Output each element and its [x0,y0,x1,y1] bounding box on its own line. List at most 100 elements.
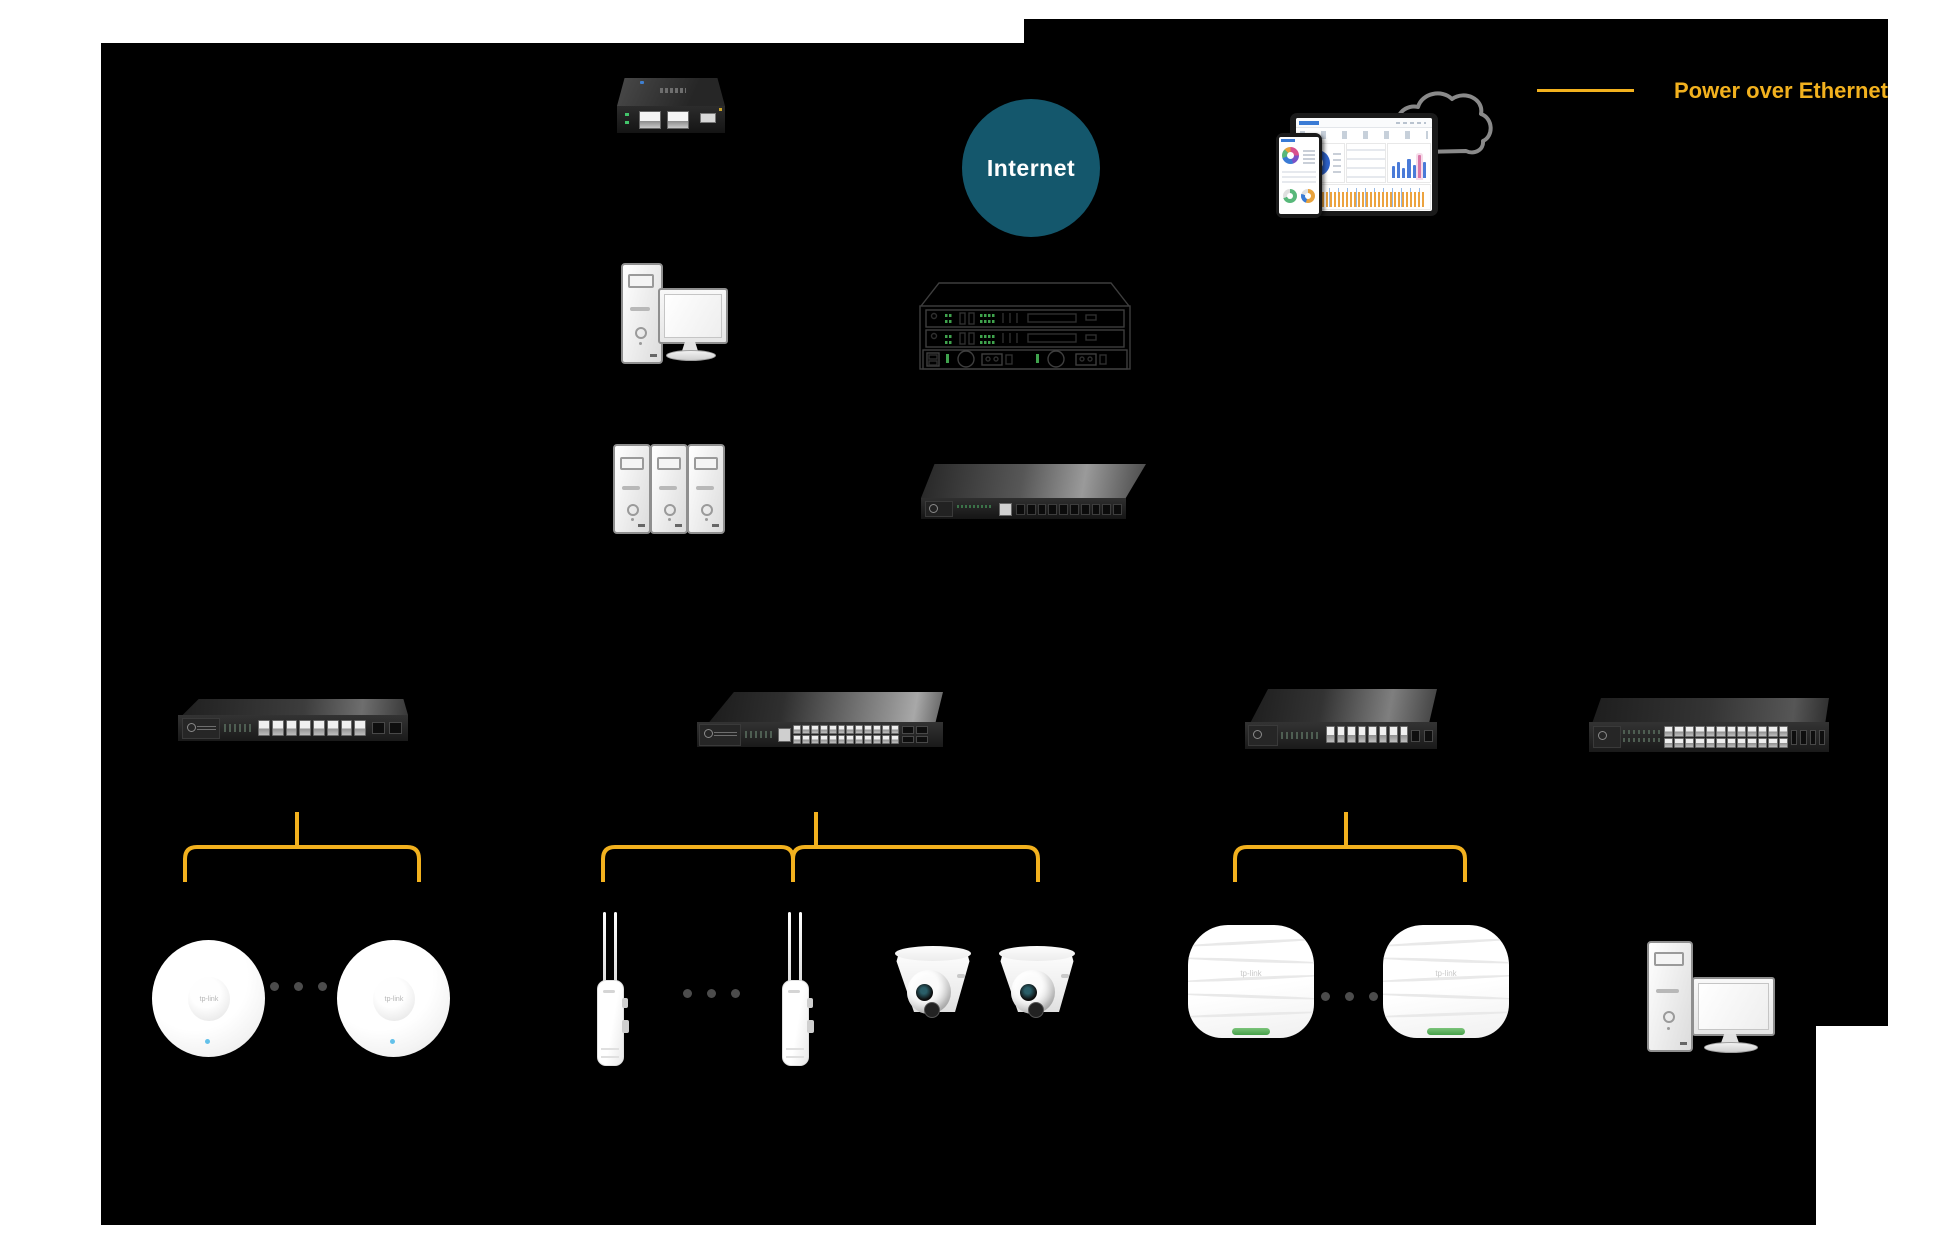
rj45-port-icon [855,725,864,734]
vent-icon [696,486,714,490]
rj45-port-icon [819,735,828,744]
led-row-icon [1281,732,1319,739]
rj45-port-icon [891,735,899,744]
sfp-port-icon [1059,504,1068,515]
poe-bracket-1 [183,845,421,882]
rj45-port-icon [810,725,819,734]
server-tower [613,444,651,534]
dashboard-list-panel [1346,143,1386,183]
tp-link-logo-icon: tp-link [199,995,219,1003]
sfp-port-row [1016,504,1122,515]
rj45-port-icon [1736,726,1747,737]
bar [1407,159,1411,178]
rj45-port-icon [837,735,846,744]
sfp-slot-icon [372,722,385,734]
rj45-port-icon [1389,726,1398,743]
rj45-port-icon [1757,726,1768,737]
sfp-slot-icon [1818,730,1825,745]
monitor-stand-neck [682,342,698,351]
ridge-line [1188,937,1314,948]
dot-icon [1369,992,1378,1001]
controller-led-icon [625,113,629,116]
tp-link-logo-icon: tp-link [384,995,404,1003]
ridge-line [1188,956,1314,965]
vent-icon [1656,989,1679,993]
security-camera [997,946,1077,1018]
antenna-icon [799,912,802,982]
bar [1412,165,1416,178]
led-row-icon [1623,738,1661,742]
rj45-port-icon [873,735,882,744]
tp-link-logo-icon [1593,726,1621,748]
ap-led-icon [390,1039,395,1044]
slot-icon [675,524,682,527]
mount-tab-icon [622,998,628,1008]
sfp-slot-row [372,722,402,734]
controller-rack [919,282,1131,370]
rj45-port-icon [1664,726,1674,737]
poe-switch-4-top [1592,698,1829,722]
dashboard-bar-panel [1387,143,1431,183]
poe-switch-2-front [697,722,943,747]
management-pc-monitor [658,288,728,344]
ceiling-ap-round: tp-link [337,940,450,1057]
monitor-screen [1698,983,1769,1030]
usb-port-icon [700,113,716,123]
rj45-port-icon [837,725,846,734]
mount-tab-icon [622,1020,629,1033]
rj45-port-icon [1705,726,1716,737]
poe-connector-lines [183,812,1467,882]
rj45-port-row [258,720,366,736]
rj45-port-icon [819,725,828,734]
internet-node: Internet [962,99,1100,237]
drive-bay-icon [620,457,644,470]
ap-led-strip-icon [1232,1028,1270,1035]
dot-icon [707,989,716,998]
rj45-port-icon [828,735,837,744]
ridge-line [1383,992,1509,1001]
sfp-slot-icon [916,726,928,734]
monitor-stand-neck [1721,1034,1739,1043]
led-dot-icon [705,518,708,521]
rj45-port-icon [1664,737,1674,748]
tp-link-logo-icon [699,724,741,746]
poe-switch-4-front [1589,722,1829,752]
rj45-port-icon [271,720,284,736]
sfp-port-icon [1080,504,1090,515]
sfp-slot-icon [902,735,914,743]
rj45-port-icon [846,725,855,734]
ap-dome: tp-link [373,977,415,1021]
rj45-port-icon [1684,737,1695,748]
rj45-port-icon [1736,737,1747,748]
dot-icon [1321,992,1330,1001]
rj45-port-icon [828,725,837,734]
sfp-slot-icon [389,722,402,734]
ellipsis-dots [1321,992,1378,1001]
rj45-port-icon [1768,726,1778,737]
phone-gauge-green [1283,189,1297,203]
camera-ir-sensor-icon [924,1002,940,1018]
antenna-icon [788,912,791,982]
sfp-slot-icon [1411,730,1420,742]
poe-switch-1-top [182,699,408,715]
dot-icon [294,982,303,991]
bar [1402,168,1406,178]
ridge-line [1188,992,1314,1001]
management-pc-tower [621,263,663,364]
outdoor-ap [596,912,629,1066]
poe-legend-line [1537,89,1634,92]
bar [1397,161,1401,178]
drive-bay-icon [694,457,718,470]
dot-icon [1345,992,1354,1001]
ridge-line [1383,937,1509,948]
power-led-icon [719,108,722,111]
tp-link-logo-icon [1061,974,1069,978]
rj45-port-icon [1674,737,1684,748]
phone-header-chip [1281,139,1295,142]
rj45-port-icon [1726,726,1736,737]
antenna-icon [614,912,617,982]
rj45-port-icon [873,725,882,734]
rj45-port-icon [1778,737,1788,748]
seam-line [786,1048,804,1050]
sfp-slot-row [1791,730,1825,745]
